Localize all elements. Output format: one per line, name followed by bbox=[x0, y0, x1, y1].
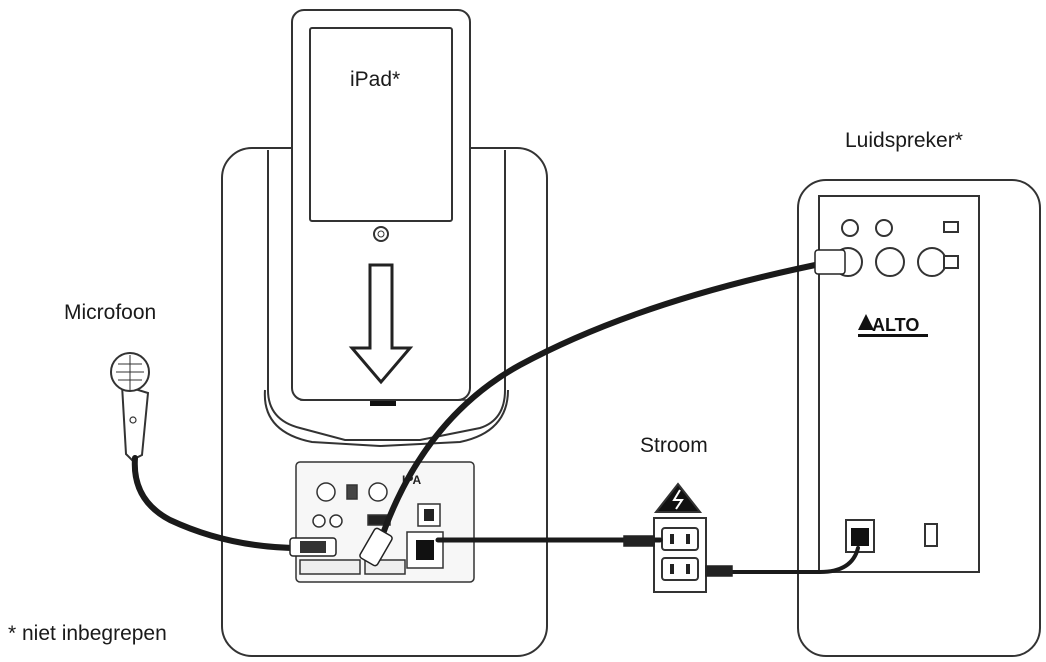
insert-arrow-icon bbox=[348, 263, 414, 385]
microphone bbox=[110, 352, 150, 462]
svg-text:ALTO: ALTO bbox=[872, 315, 919, 335]
microphone-cable bbox=[131, 455, 303, 551]
power-label: Stroom bbox=[640, 434, 708, 457]
alto-logo: ALTO bbox=[858, 314, 928, 337]
cable-connectors bbox=[289, 249, 846, 577]
power-outlet bbox=[653, 482, 707, 593]
rear-control-panel bbox=[295, 461, 475, 583]
speaker-cable bbox=[375, 259, 833, 551]
speaker-power-cable bbox=[706, 546, 860, 574]
ipad-device bbox=[291, 9, 471, 401]
speaker-label: Luidspreker* bbox=[845, 129, 963, 152]
high-voltage-warning-icon bbox=[653, 482, 703, 513]
ipad-label: iPad* bbox=[350, 68, 401, 91]
microphone-label: Microfoon bbox=[64, 301, 157, 324]
footnote: * niet inbegrepen bbox=[8, 622, 167, 645]
